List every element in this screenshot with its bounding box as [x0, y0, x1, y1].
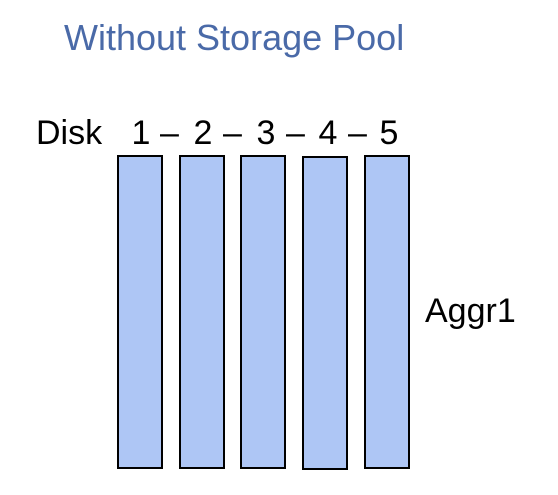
disk-2-block	[179, 155, 225, 469]
disk-3-block	[240, 155, 286, 469]
diagram-title: Without Storage Pool	[64, 17, 405, 58]
disk-number-2: 2	[193, 114, 213, 152]
disk-separator-1: –	[160, 114, 179, 152]
disk-4-block	[302, 156, 348, 470]
disk-number-5: 5	[379, 114, 399, 152]
disk-separator-4: –	[348, 114, 367, 152]
disk-row-label: Disk	[36, 114, 103, 152]
disk-1-block	[117, 155, 163, 469]
disk-5-block	[364, 155, 410, 469]
disk-separator-2: –	[223, 114, 242, 152]
disk-number-4: 4	[318, 114, 338, 152]
disk-separator-3: –	[286, 114, 305, 152]
disk-number-1: 1	[131, 114, 151, 152]
aggregate-label: Aggr1	[425, 292, 516, 330]
disk-number-3: 3	[256, 114, 276, 152]
